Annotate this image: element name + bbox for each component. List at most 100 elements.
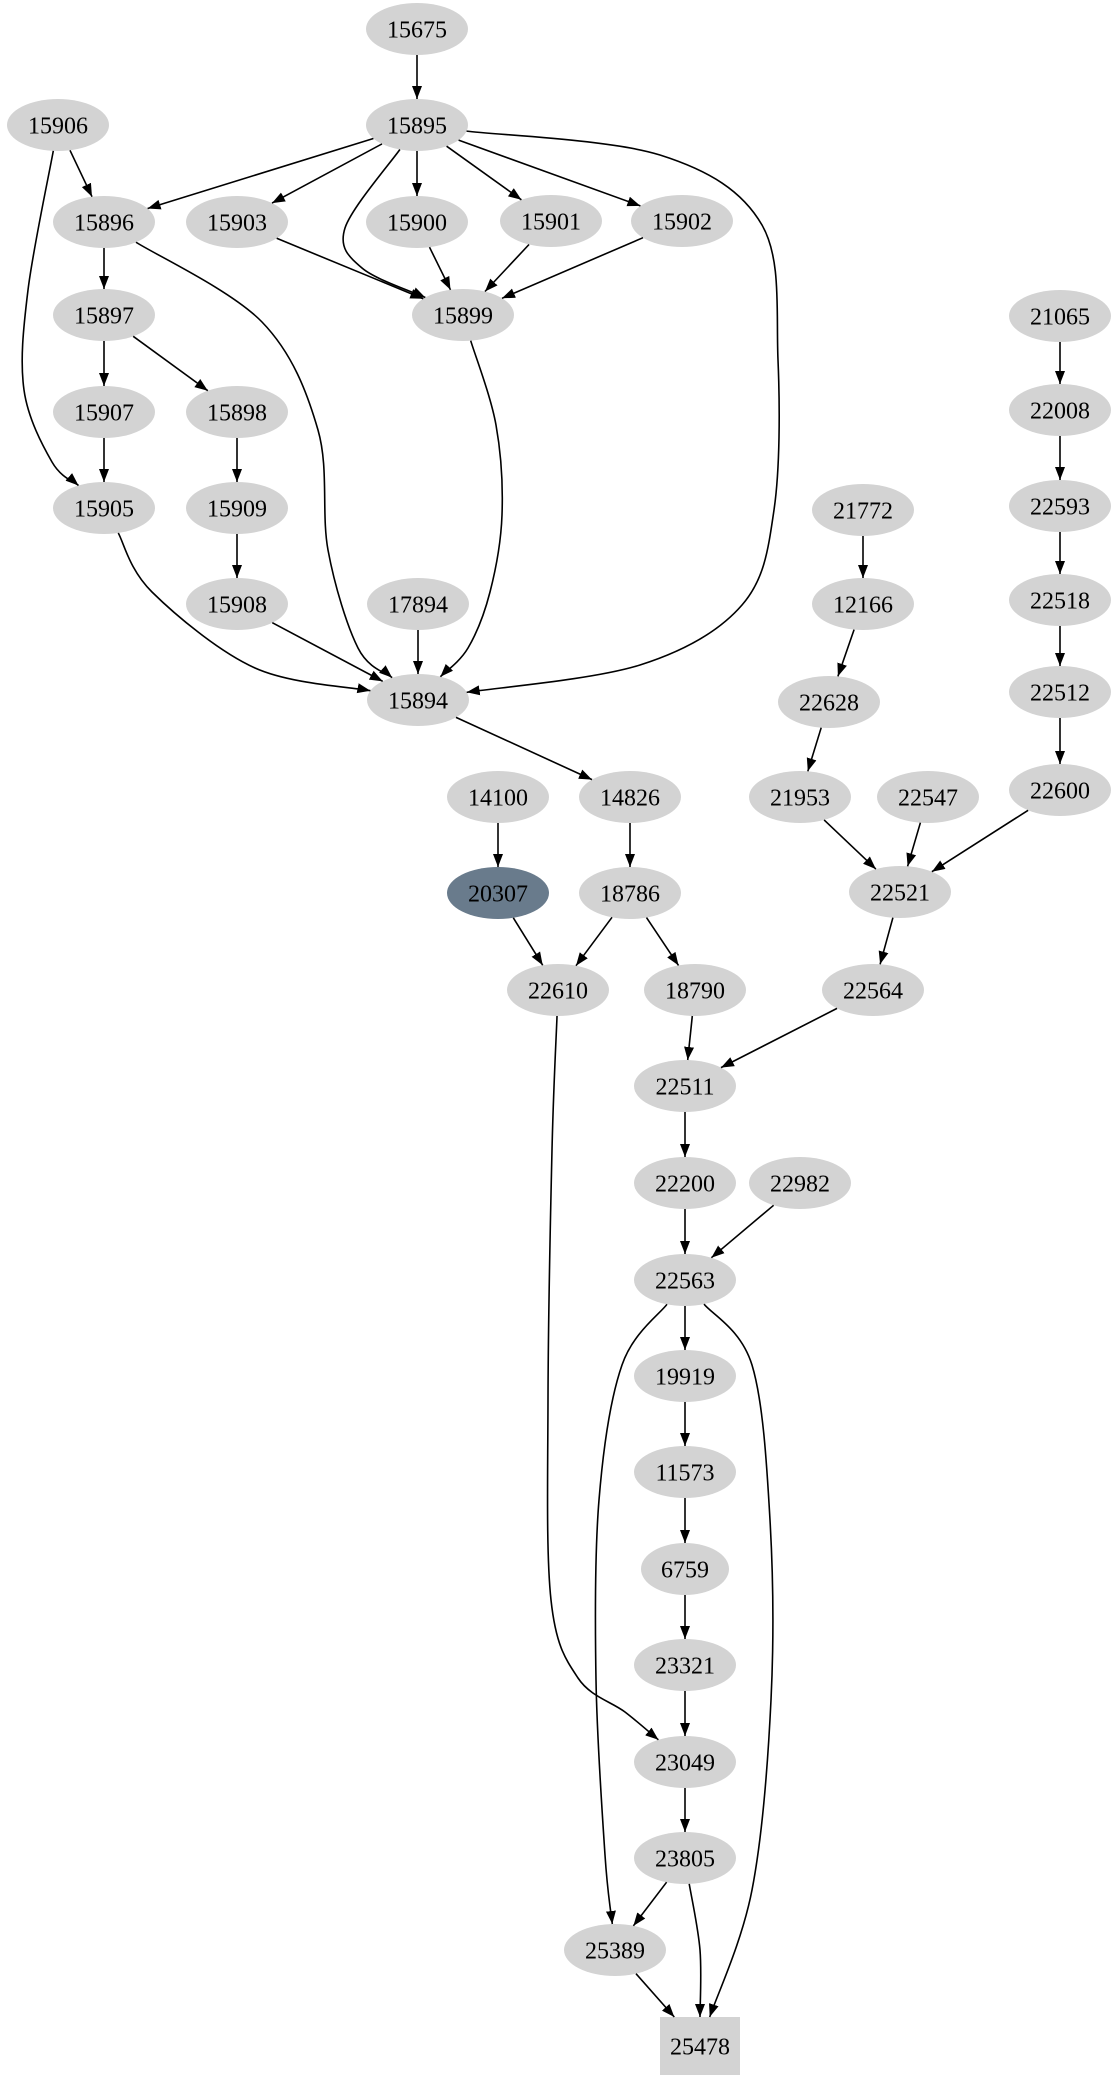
node-15897: 15897: [53, 289, 155, 341]
edge-15906-15905: [21, 150, 80, 487]
node-label-22593: 22593: [1030, 495, 1090, 521]
node-22512: 22512: [1009, 666, 1111, 718]
node-11573: 11573: [634, 1446, 736, 1498]
edge-15895-15894: [466, 130, 780, 696]
node-label-22600: 22600: [1030, 779, 1090, 805]
node-label-15897: 15897: [74, 304, 134, 330]
node-label-22512: 22512: [1030, 681, 1090, 707]
edge-15908-15894: [271, 621, 384, 683]
node-15895: 15895: [366, 99, 468, 151]
node-22564: 22564: [822, 964, 924, 1016]
edge-15895-15901: [446, 145, 522, 201]
node-22521: 22521: [849, 866, 951, 918]
edge-15894-14826: [455, 716, 593, 781]
node-19919: 19919: [634, 1350, 736, 1402]
node-label-25478: 25478: [670, 2035, 730, 2061]
edge-22610-23049: [546, 1015, 659, 1741]
node-label-22518: 22518: [1030, 589, 1090, 615]
edge-15895-15903: [271, 143, 383, 204]
node-12166: 12166: [812, 578, 914, 630]
edge-15901-15899: [484, 243, 530, 293]
node-label-18786: 18786: [600, 882, 660, 908]
node-label-19919: 19919: [655, 1365, 715, 1391]
node-label-23321: 23321: [655, 1654, 715, 1680]
node-22563: 22563: [634, 1254, 736, 1306]
edge-21953-22521: [823, 819, 877, 870]
node-6759: 6759: [641, 1543, 729, 1595]
edge-22564-22511: [720, 1007, 838, 1069]
node-15905: 15905: [53, 482, 155, 534]
edge-15897-15898: [132, 335, 209, 392]
node-label-15903: 15903: [207, 211, 267, 237]
node-20307: 20307: [447, 867, 549, 919]
node-15901: 15901: [500, 195, 602, 247]
node-label-21772: 21772: [833, 499, 893, 525]
node-22982: 22982: [749, 1157, 851, 1209]
edge-25389-25478: [635, 1973, 675, 2018]
node-22008: 22008: [1009, 384, 1111, 436]
node-label-22628: 22628: [799, 691, 859, 717]
edge-15902-15899: [501, 236, 644, 300]
node-label-15896: 15896: [74, 211, 134, 237]
node-21772: 21772: [812, 484, 914, 536]
node-14826: 14826: [579, 771, 681, 823]
node-22600: 22600: [1009, 764, 1111, 816]
node-label-25389: 25389: [585, 1939, 645, 1965]
node-22610: 22610: [507, 964, 609, 1016]
node-15899: 15899: [412, 289, 514, 341]
edge-15903-15899: [276, 237, 424, 300]
edge-15896-15894: [135, 241, 393, 679]
edge-22982-22563: [710, 1204, 775, 1259]
node-22518: 22518: [1009, 574, 1111, 626]
node-17894: 17894: [367, 578, 469, 630]
node-15894: 15894: [367, 674, 469, 726]
edge-18786-22610: [575, 916, 613, 967]
node-label-20307: 20307: [468, 882, 528, 908]
edge-22600-22521: [931, 809, 1029, 873]
node-label-15901: 15901: [521, 210, 581, 236]
node-label-15906: 15906: [28, 114, 88, 140]
node-15675: 15675: [366, 3, 468, 55]
node-22200: 22200: [634, 1157, 736, 1209]
node-label-14826: 14826: [600, 786, 660, 812]
node-label-22547: 22547: [898, 786, 958, 812]
node-15902: 15902: [631, 195, 733, 247]
node-label-6759: 6759: [661, 1558, 709, 1584]
node-label-21065: 21065: [1030, 305, 1090, 331]
node-15898: 15898: [186, 386, 288, 438]
node-15907: 15907: [53, 386, 155, 438]
node-label-15898: 15898: [207, 401, 267, 427]
node-14100: 14100: [447, 771, 549, 823]
node-label-18790: 18790: [665, 979, 725, 1005]
node-23049: 23049: [634, 1736, 736, 1788]
node-label-23049: 23049: [655, 1751, 715, 1777]
edge-15895-15899: [342, 149, 426, 299]
node-15900: 15900: [366, 196, 468, 248]
edge-22628-21953: [806, 727, 822, 772]
node-label-22521: 22521: [870, 881, 930, 907]
edge-22547-22521: [906, 822, 922, 867]
edge-22563-25389: [594, 1303, 668, 1925]
edge-20307-22610: [512, 917, 544, 966]
edge-12166-22628: [837, 629, 855, 677]
edge-15900-15899: [428, 246, 452, 291]
node-label-22511: 22511: [655, 1075, 714, 1101]
node-18786: 18786: [579, 867, 681, 919]
edge-22521-22564: [878, 917, 894, 965]
node-label-11573: 11573: [655, 1461, 714, 1487]
node-label-22563: 22563: [655, 1269, 715, 1295]
node-label-22564: 22564: [843, 979, 903, 1005]
node-label-14100: 14100: [468, 786, 528, 812]
node-22547: 22547: [877, 771, 979, 823]
node-22628: 22628: [778, 676, 880, 728]
edge-18786-18790: [645, 917, 680, 966]
node-25389: 25389: [564, 1924, 666, 1976]
node-label-21953: 21953: [770, 786, 830, 812]
node-label-15894: 15894: [388, 689, 448, 715]
edge-15899-15894: [439, 340, 504, 678]
edge-23805-25389: [632, 1881, 668, 1927]
node-21065: 21065: [1009, 290, 1111, 342]
edge-23805-25478: [688, 1883, 706, 2018]
edge-15905-15894: [117, 532, 371, 694]
